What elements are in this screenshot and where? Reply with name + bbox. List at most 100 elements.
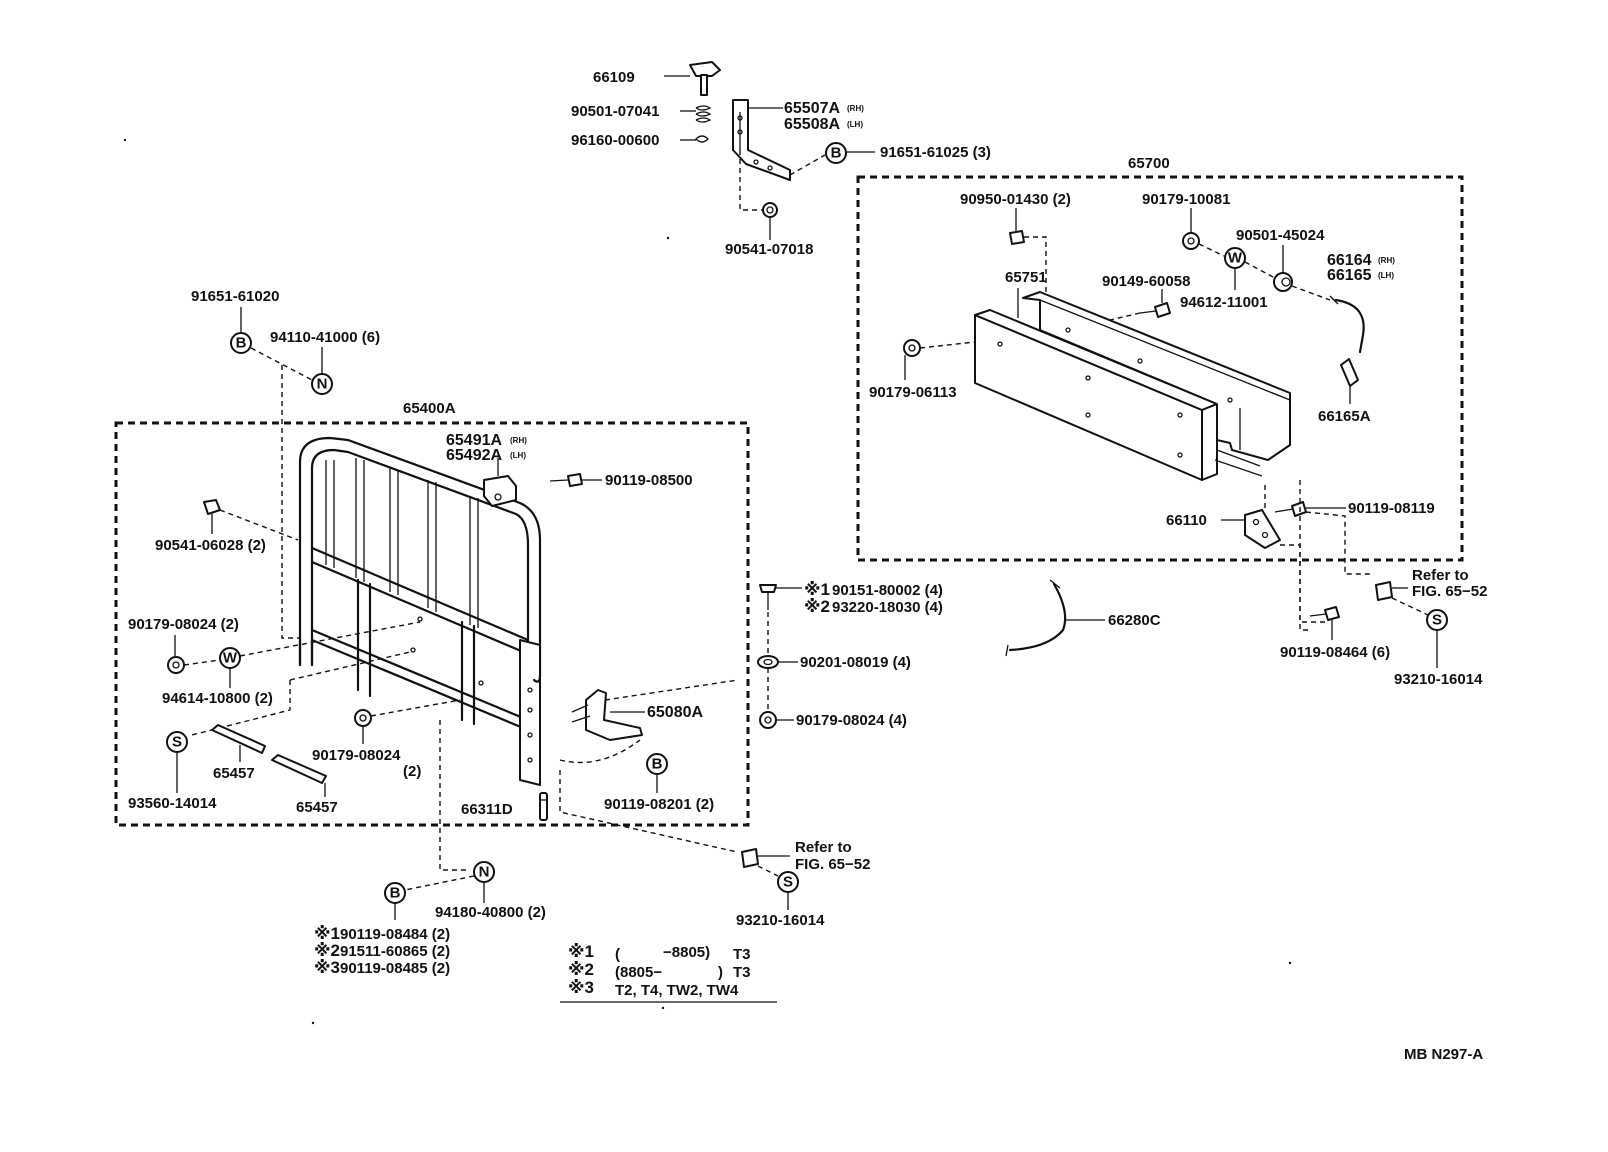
legend-table: ※1 ( −8805) T3 ※2 (8805− ) T3 ※3 T2, T4,… xyxy=(560,942,777,1003)
label-fig-65-52-bottom: FIG. 65−52 xyxy=(795,856,870,873)
part-washer-90201 xyxy=(757,655,779,669)
part-bolt-90119-08464 xyxy=(1309,606,1340,621)
label-90179-08024-c: 90179-08024 (4) xyxy=(796,712,907,729)
label-refer-to-right: Refer to xyxy=(1412,567,1469,584)
label-90501-45024: 90501-45024 xyxy=(1236,227,1325,244)
marker-b-top-letter: B xyxy=(831,145,842,162)
tailgate-group-box xyxy=(856,175,1464,562)
part-hook-65080A xyxy=(571,689,643,741)
diagram-ref-code: MB N297-A xyxy=(1404,1046,1483,1063)
label-90179-06113: 90179-06113 xyxy=(869,384,957,401)
marker-b-left xyxy=(230,332,252,354)
label-94614-10800: 94614-10800 (2) xyxy=(162,690,273,707)
part-tailgate-panel-back xyxy=(1022,291,1291,477)
label-90119-08484: 90119-08484 (2) xyxy=(340,926,450,943)
label-90119-08119: 90119-08119 xyxy=(1348,500,1435,517)
label-93560-14014: 93560-14014 xyxy=(128,795,217,812)
label-90119-08201: 90119-08201 (2) xyxy=(604,796,714,813)
part-nut-90179-06113 xyxy=(903,339,921,357)
label-90179-08024-b: 90179-08024 xyxy=(312,747,401,764)
part-headboard-frame xyxy=(298,436,542,786)
part-grommet-90541-06028 xyxy=(203,499,221,515)
label-65080A: 65080A xyxy=(647,704,703,721)
part-stopper-90950 xyxy=(1009,230,1025,245)
part-ref-bracket-right xyxy=(1375,581,1393,601)
part-screw-90149 xyxy=(1139,302,1171,318)
top-bracket-group: 66109 90501-07041 96160-00600 65507A (RH… xyxy=(571,61,991,258)
label-90541-06028: 90541-06028 (2) xyxy=(155,537,266,554)
label-66165-lh: (LH) xyxy=(1378,271,1394,280)
legend-sym1: ※1 xyxy=(568,942,594,961)
part-cable-66164 xyxy=(1329,295,1365,354)
label-90541-07018: 90541-07018 xyxy=(725,241,813,258)
label-65400A: 65400A xyxy=(403,400,456,417)
label-66311D: 66311D xyxy=(461,801,513,818)
label-90501-07041: 90501-07041 xyxy=(571,103,659,120)
legend-row1-open: ( xyxy=(615,946,620,963)
marker-w-right-letter: W xyxy=(1228,250,1243,267)
part-66109-bolt xyxy=(689,61,721,96)
label-91651-61020: 91651-61020 xyxy=(191,288,279,305)
part-nut-90179-10081 xyxy=(1182,232,1200,250)
label-66280C: 66280C xyxy=(1108,612,1161,629)
part-cover-66165A xyxy=(1340,358,1359,387)
marker-s-left-letter: S xyxy=(172,734,182,751)
part-ref-bracket-bottom xyxy=(741,848,759,868)
label-65491A-rh: (RH) xyxy=(510,436,527,445)
label-65457-b: 65457 xyxy=(296,799,338,816)
label-sym3-b: ※3 xyxy=(314,958,340,977)
label-93220-18030: 93220-18030 (4) xyxy=(832,599,943,616)
tailgate-group: 65700 90950-01430 (2) 90179-10081 W 9461… xyxy=(856,155,1487,688)
part-nut-90179-08024-b xyxy=(354,709,372,727)
marker-s-right-letter: S xyxy=(1432,612,1442,629)
part-bolt-90119-08119 xyxy=(1274,501,1307,517)
bottom-center-group: Refer to FIG. 65−52 S 93210-16014 xyxy=(736,839,870,929)
label-94110-41000: 94110-41000 (6) xyxy=(270,329,380,346)
label-90950-01430: 90950-01430 (2) xyxy=(960,191,1071,208)
label-90179-08024-a: 90179-08024 (2) xyxy=(128,616,239,633)
marker-s-bottom-letter: S xyxy=(783,874,793,891)
part-hinge-66110 xyxy=(1244,509,1281,549)
part-strip-65457-a xyxy=(211,724,266,754)
label-sym1-b: ※1 xyxy=(314,924,340,943)
part-spring-90501-07041 xyxy=(695,105,712,123)
label-90151-80002: 90151-80002 (4) xyxy=(832,582,943,599)
label-sym2-a: ※2 xyxy=(804,597,830,616)
label-65751: 65751 xyxy=(1005,269,1047,286)
label-90179-08024-b-qty: (2) xyxy=(403,763,421,780)
part-strip-65457-b xyxy=(271,754,327,784)
marker-b-left-letter: B xyxy=(236,335,247,352)
marker-b-top xyxy=(825,142,847,164)
label-93210-16014-right: 93210-16014 xyxy=(1394,671,1483,688)
label-94180-40800: 94180-40800 (2) xyxy=(435,904,546,921)
part-cable-66280C xyxy=(1005,579,1067,657)
label-66165: 66165 xyxy=(1327,267,1372,284)
marker-b-bottom-letter: B xyxy=(390,885,401,902)
label-66110: 66110 xyxy=(1166,512,1207,529)
label-66165A: 66165A xyxy=(1318,408,1371,425)
label-91511-60865: 91511-60865 (2) xyxy=(340,943,450,960)
label-65700: 65700 xyxy=(1128,155,1170,172)
part-bracket-65491A xyxy=(483,475,517,507)
legend-row1-range: −8805) xyxy=(663,944,710,961)
label-91651-61025: 91651-61025 (3) xyxy=(880,144,991,161)
part-grommet-90541-07018 xyxy=(762,202,778,218)
label-90119-08500: 90119-08500 xyxy=(605,472,693,489)
label-66164: 66164 xyxy=(1327,252,1372,269)
legend-row2-close: ) xyxy=(718,964,723,981)
part-nut-90179-08024-a xyxy=(167,656,185,674)
part-bracket-65507A xyxy=(732,99,791,181)
legend-sym3: ※3 xyxy=(568,978,594,997)
part-bolt-90119-08500 xyxy=(549,473,583,487)
label-66164-rh: (RH) xyxy=(1378,256,1395,265)
label-65507A: 65507A xyxy=(784,100,840,117)
label-93210-16014-bottom: 93210-16014 xyxy=(736,912,825,929)
label-sym2-b: ※2 xyxy=(314,941,340,960)
label-65508A: 65508A xyxy=(784,116,840,133)
label-90149-60058: 90149-60058 xyxy=(1102,273,1190,290)
part-tailgate-panel-front xyxy=(974,309,1218,481)
part-bushing-90501-45024 xyxy=(1273,272,1293,292)
marker-n-top-letter: N xyxy=(317,376,328,393)
marker-b-center-letter: B xyxy=(652,756,663,773)
